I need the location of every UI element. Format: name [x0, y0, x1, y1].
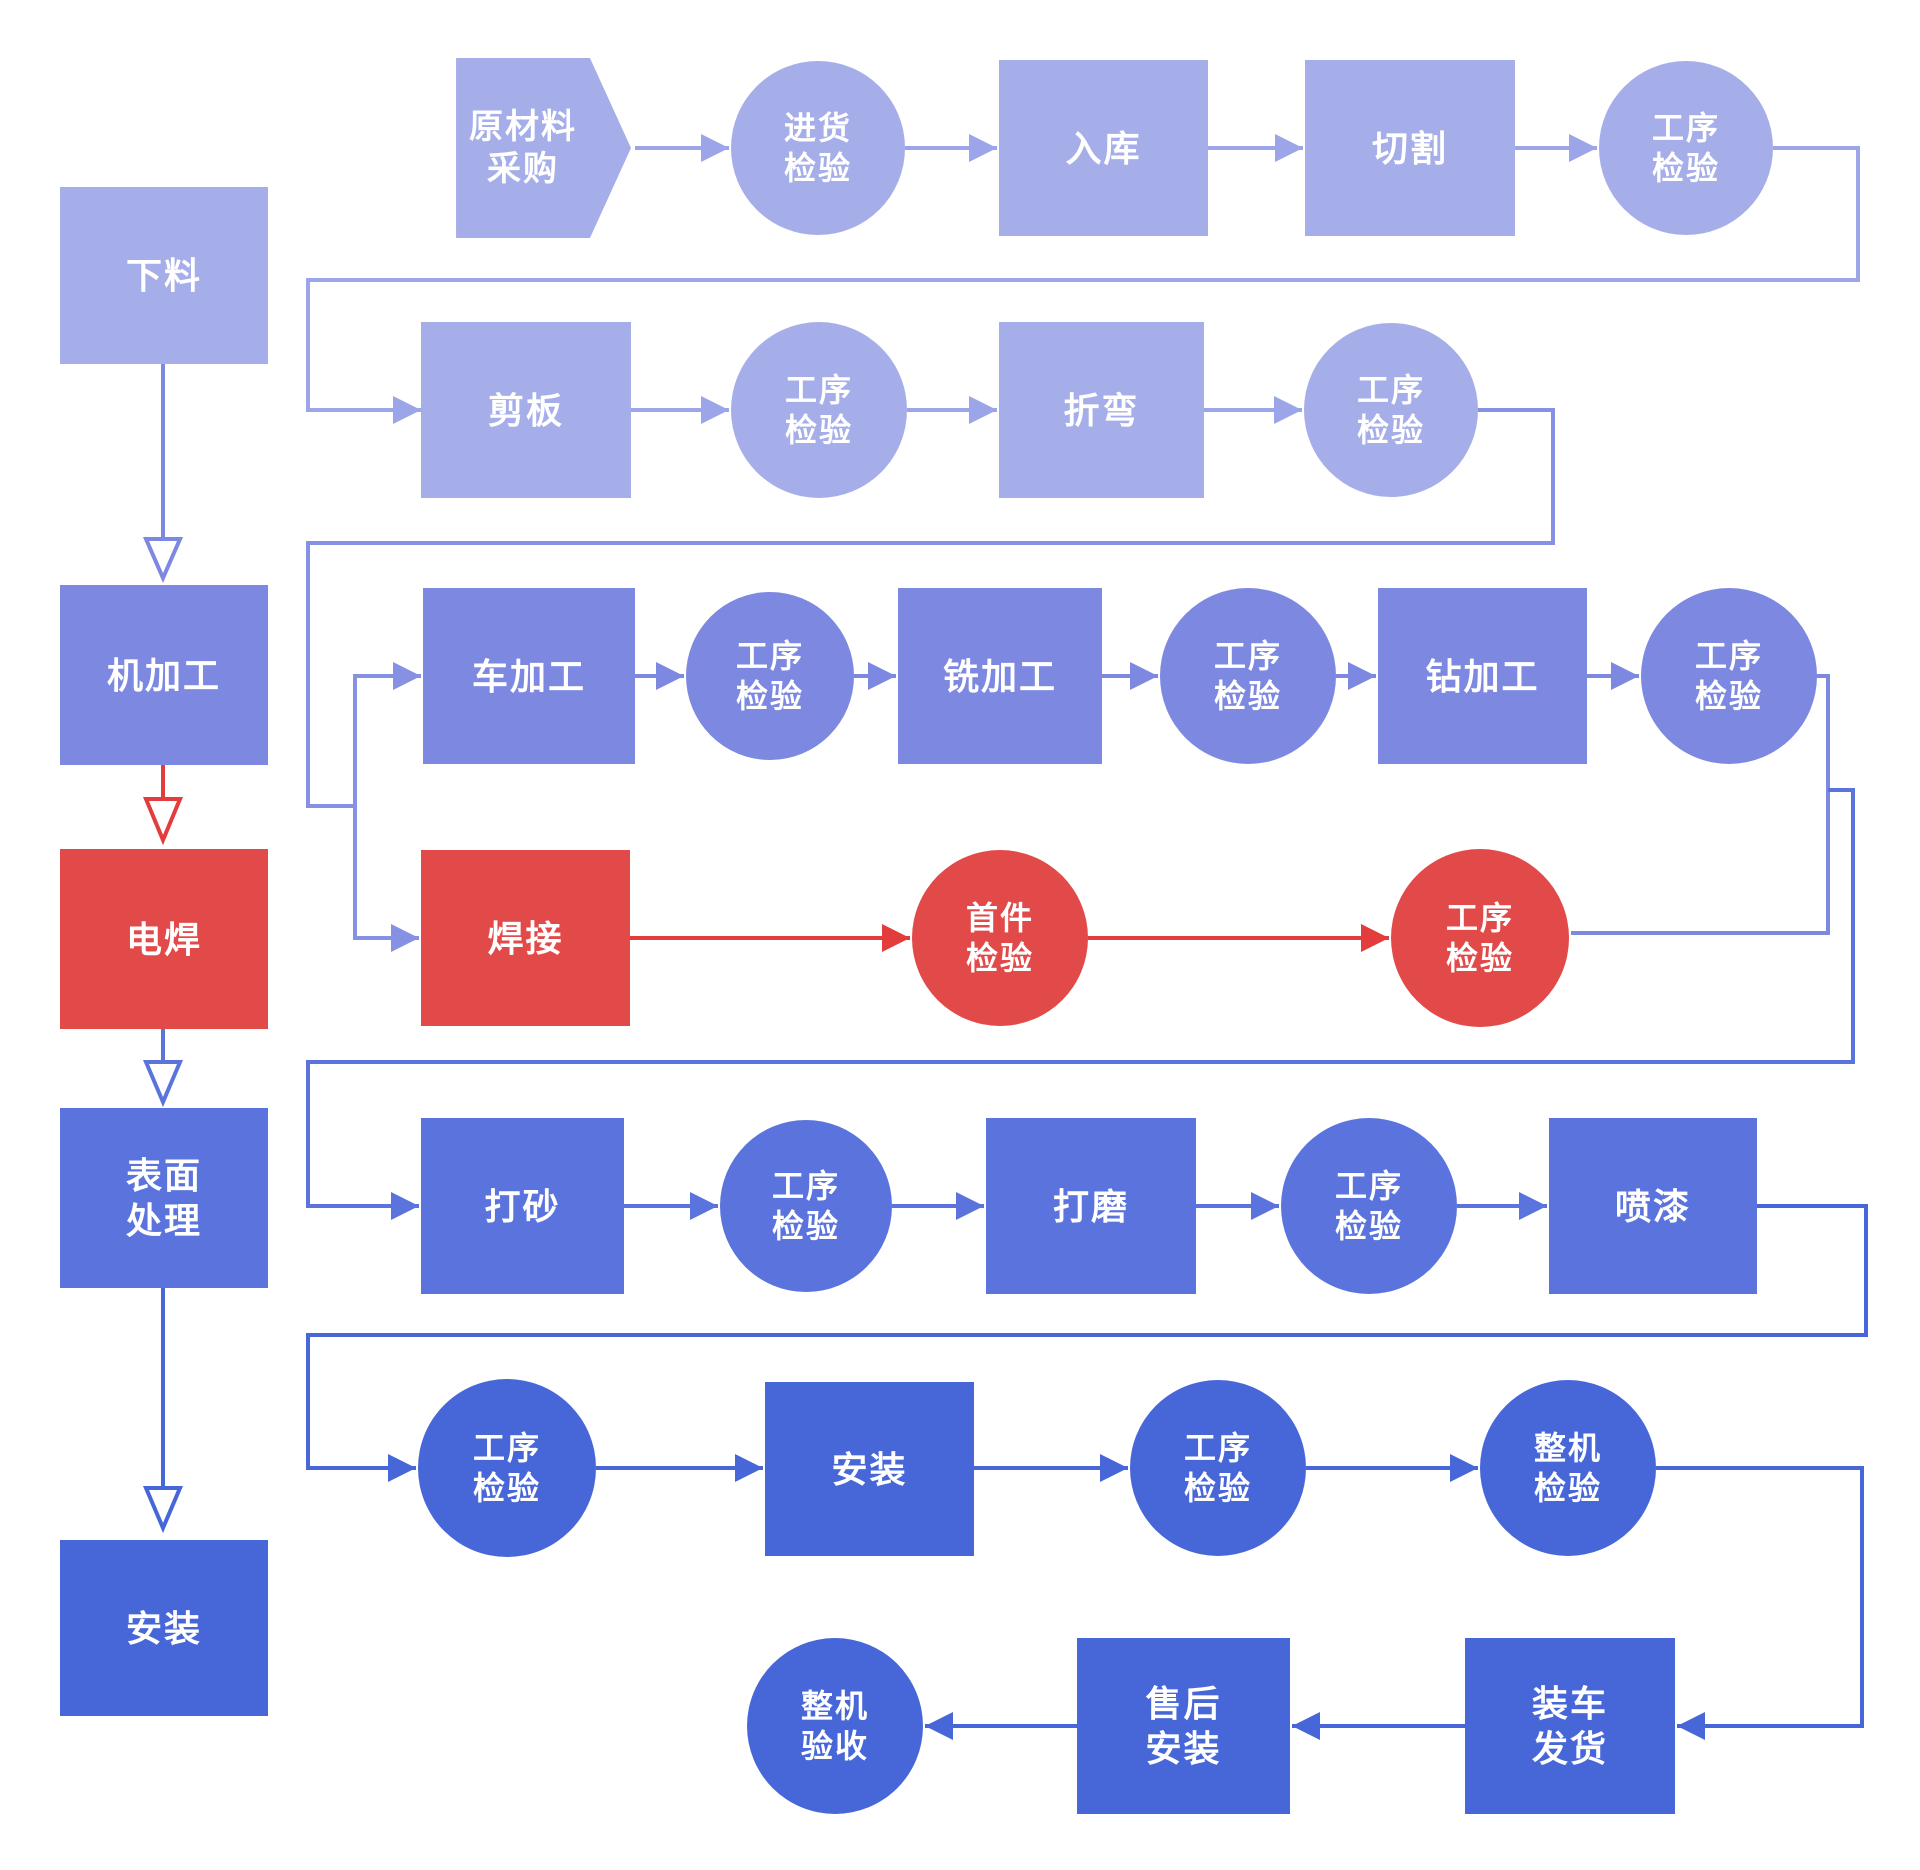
- node-painting[interactable]: 喷漆: [1549, 1118, 1757, 1294]
- wrap-painting-to-inspection: [306, 1204, 1868, 1482]
- node-process-inspection[interactable]: 工序 检验: [720, 1120, 892, 1292]
- stage-machining[interactable]: 机加工: [60, 585, 268, 765]
- open-arrow-machining-to-welding: [143, 797, 183, 846]
- node-loading-shipping[interactable]: 装车 发货: [1465, 1638, 1675, 1814]
- wrap-row3-to-red-inspection: [1571, 674, 1830, 935]
- wrap-to-sandblasting: [306, 788, 1855, 1220]
- stage-surface-treatment[interactable]: 表面 处理: [60, 1108, 268, 1288]
- node-complete-machine-acceptance[interactable]: 整机 验收: [747, 1638, 923, 1814]
- node-cutting[interactable]: 切割: [1305, 60, 1515, 236]
- node-process-inspection[interactable]: 工序 检验: [1281, 1118, 1457, 1294]
- node-process-inspection[interactable]: 工序 检验: [1304, 323, 1478, 497]
- node-process-inspection[interactable]: 工序 检验: [731, 322, 907, 498]
- node-polishing[interactable]: 打磨: [986, 1118, 1196, 1294]
- node-turning[interactable]: 车加工: [423, 588, 635, 764]
- open-arrow-welding-to-surface: [142, 1060, 184, 1108]
- stage-welding[interactable]: 电焊: [60, 849, 268, 1029]
- branch-to-turning: [353, 662, 421, 806]
- node-process-inspection[interactable]: 工序 检验: [1599, 61, 1773, 235]
- wrap-row1-to-shearing: [306, 146, 1860, 424]
- node-shearing[interactable]: 剪板: [421, 322, 631, 498]
- node-incoming-inspection[interactable]: 进货 检验: [731, 61, 905, 235]
- node-drilling[interactable]: 钻加工: [1378, 588, 1587, 764]
- open-arrow-surface-to-installation: [142, 1486, 184, 1534]
- node-process-inspection[interactable]: 工序 检验: [1160, 588, 1336, 764]
- node-milling[interactable]: 铣加工: [898, 588, 1102, 764]
- node-complete-machine-inspection[interactable]: 整机 检验: [1480, 1380, 1656, 1556]
- node-sandblasting[interactable]: 打砂: [421, 1118, 624, 1294]
- node-process-inspection[interactable]: 工序 检验: [1130, 1380, 1306, 1556]
- node-after-sales-installation[interactable]: 售后 安装: [1077, 1638, 1290, 1814]
- node-first-article-inspection[interactable]: 首件 检验: [912, 850, 1088, 1026]
- node-process-inspection[interactable]: 工序 检验: [418, 1379, 596, 1557]
- node-process-inspection[interactable]: 工序 检验: [1641, 588, 1817, 764]
- wrap-complete-inspection-to-loading: [1656, 1466, 1864, 1740]
- node-process-inspection[interactable]: 工序 检验: [686, 592, 854, 760]
- stage-installation[interactable]: 安装: [60, 1540, 268, 1716]
- node-process-inspection[interactable]: 工序 检验: [1391, 849, 1569, 1027]
- node-bending[interactable]: 折弯: [999, 322, 1204, 498]
- node-welding[interactable]: 焊接: [421, 850, 630, 1026]
- branch-to-welding: [353, 806, 419, 952]
- stage-blanking[interactable]: 下料: [60, 187, 268, 364]
- node-raw-material-purchase[interactable]: 原材料 采购: [456, 58, 631, 238]
- node-warehousing[interactable]: 入库: [999, 60, 1208, 236]
- wrap-row2-to-junction: [306, 408, 1555, 808]
- open-arrow-blanking-to-machining: [142, 537, 184, 584]
- node-installation[interactable]: 安装: [765, 1382, 974, 1556]
